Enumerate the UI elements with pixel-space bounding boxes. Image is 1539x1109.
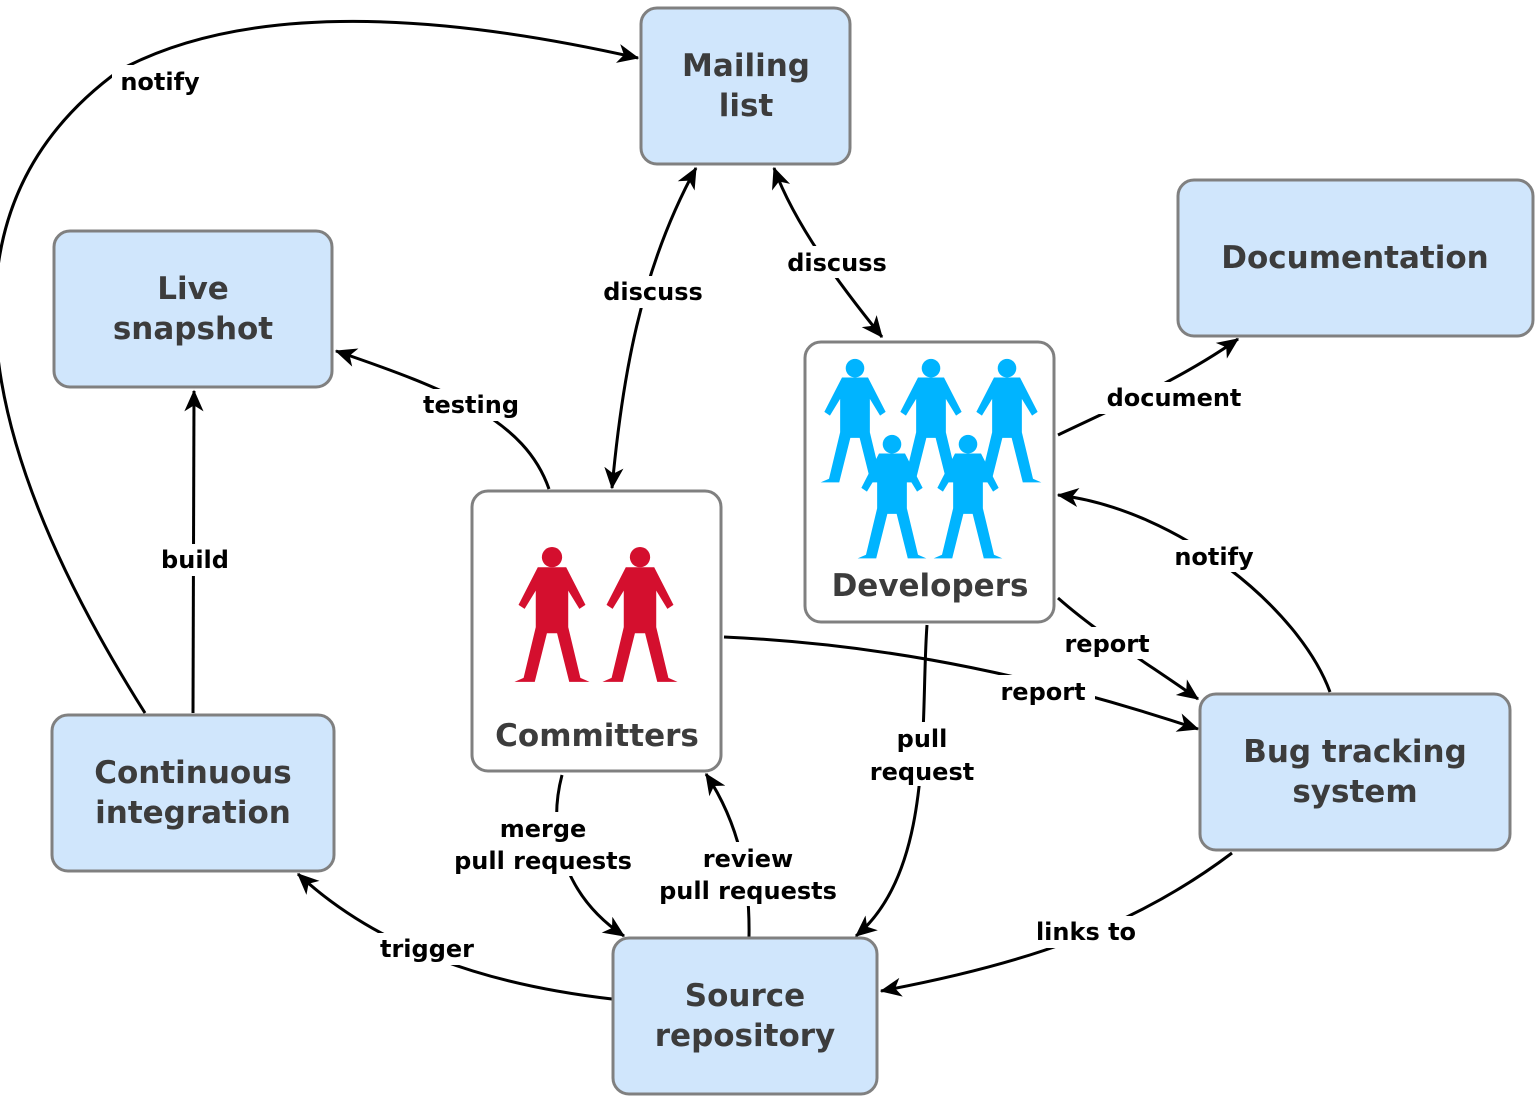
label-pull-request-line2: request (870, 758, 974, 786)
edge-notify-bug-developers (1056, 487, 1332, 693)
label-pull-request-line1: pull (897, 725, 948, 753)
label-notify-ci-mailing: notify (120, 68, 200, 96)
label-trigger: trigger (380, 935, 474, 963)
node-continuous-integration: Continuous integration (50, 713, 336, 873)
developers-label: Developers (832, 568, 1029, 604)
documentation-label: Documentation (1221, 240, 1488, 276)
bug-tracking-label-line2: system (1292, 774, 1417, 810)
continuous-integration-box (50, 713, 336, 873)
continuous-integration-label-line2: integration (95, 795, 291, 831)
live-snapshot-box (52, 229, 334, 389)
live-snapshot-label-line1: Live (157, 271, 229, 307)
mailing-list-label-line2: list (719, 88, 774, 124)
label-document: document (1107, 384, 1242, 412)
label-review-line2: pull requests (659, 877, 837, 905)
label-discuss-committers: discuss (603, 278, 703, 306)
label-discuss-developers: discuss (787, 249, 887, 277)
edge-discuss-committers (604, 166, 698, 490)
label-testing: testing (423, 391, 519, 419)
committers-label: Committers (495, 718, 699, 754)
node-mailing-list: Mailing list (639, 6, 852, 166)
edge-report-committers (723, 635, 1200, 732)
source-repository-label-line2: repository (655, 1018, 836, 1054)
committers-box (470, 489, 723, 773)
label-links-to: links to (1036, 918, 1136, 946)
label-notify-bug-developers: notify (1174, 543, 1254, 571)
node-developers: Developers (803, 340, 1056, 624)
label-review-line1: review (703, 845, 793, 873)
bug-tracking-box (1198, 692, 1512, 852)
documentation-box (1176, 178, 1535, 338)
bug-tracking-label-line1: Bug tracking (1243, 734, 1467, 770)
node-bug-tracking: Bug tracking system (1198, 692, 1512, 852)
source-repository-label-line1: Source (685, 978, 805, 1014)
edge-pull-request (855, 624, 929, 938)
node-source-repository: Source repository (611, 936, 879, 1096)
continuous-integration-label-line1: Continuous (94, 755, 292, 791)
node-committers: Committers (470, 489, 723, 773)
label-report-committers: report (1000, 678, 1085, 706)
mailing-list-box (639, 6, 852, 166)
label-merge-line1: merge (500, 815, 587, 843)
live-snapshot-label-line2: snapshot (113, 311, 273, 347)
label-build: build (161, 546, 229, 574)
label-merge-line2: pull requests (454, 847, 632, 875)
node-live-snapshot: Live snapshot (52, 229, 334, 389)
mailing-list-label-line1: Mailing (682, 48, 810, 84)
edge-notify-ci-mailing (0, 20, 640, 714)
label-report-developers: report (1064, 630, 1149, 658)
node-documentation: Documentation (1176, 178, 1535, 338)
edge-labels: notify discuss discuss testing document … (112, 65, 1262, 965)
source-repository-box (611, 936, 879, 1096)
